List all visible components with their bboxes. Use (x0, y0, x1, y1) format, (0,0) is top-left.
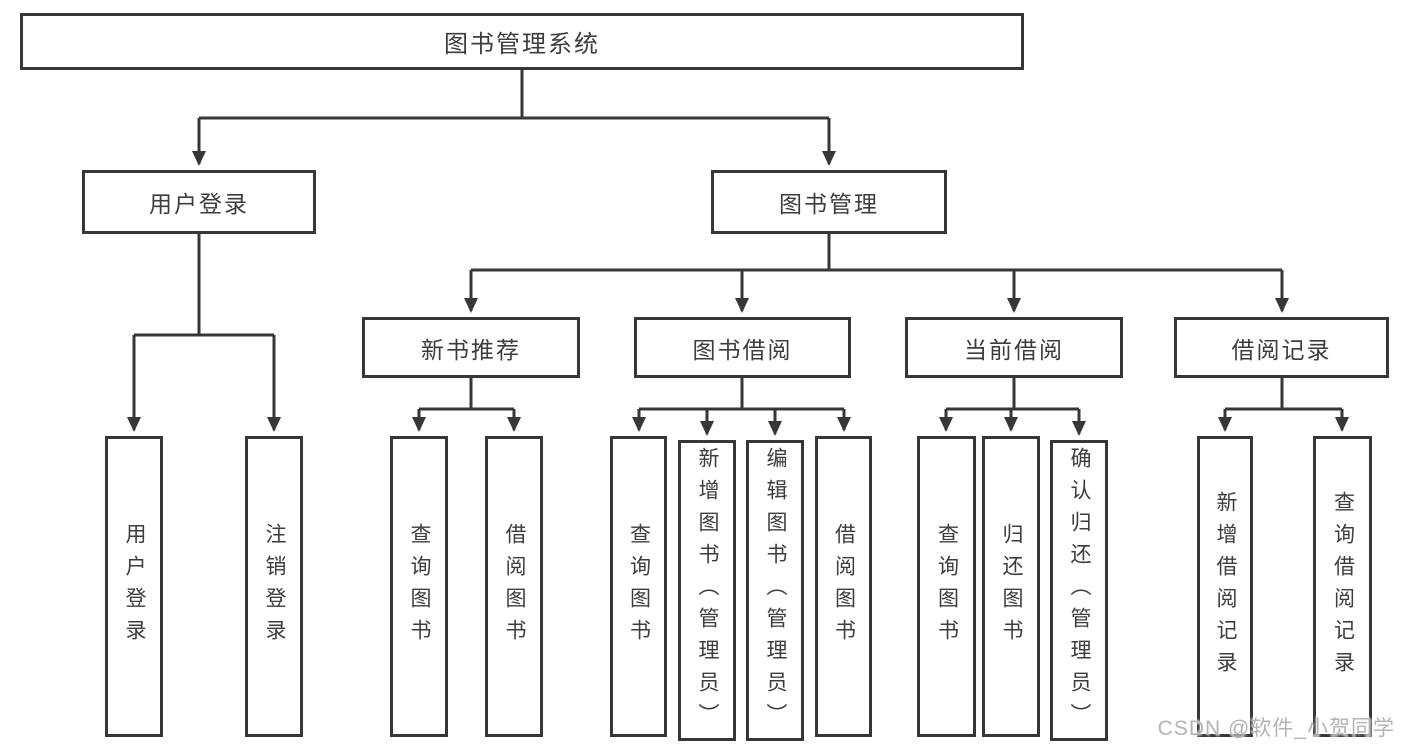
leaf-query-books-borrow: 查询图书 (610, 436, 667, 737)
connector-user-login-branch (127, 234, 281, 432)
leaf-borrow-books-recommend: 借阅图书 (485, 436, 543, 737)
node-borrow-records: 借阅记录 (1174, 317, 1389, 378)
leaf-borrow-books: 借阅图书 (815, 436, 872, 737)
node-book-management: 图书管理 (711, 170, 947, 234)
leaf-add-books-admin: 新增图书（管理员） (678, 440, 736, 741)
leaf-user-login: 用户登录 (105, 436, 163, 737)
leaf-query-books-recommend: 查询图书 (390, 436, 448, 737)
connector-borrow-records-group (1218, 378, 1349, 432)
node-user-login: 用户登录 (82, 170, 316, 234)
leaf-query-borrow-record: 查询借阅记录 (1313, 436, 1372, 737)
leaf-edit-books-admin: 编辑图书（管理员） (746, 440, 804, 741)
csdn-watermark: CSDN @软件_小贺同学 (1157, 717, 1395, 740)
node-book-borrow: 图书借阅 (634, 317, 851, 378)
leaf-confirm-return-admin: 确认归还（管理员） (1050, 440, 1108, 741)
connector-current-borrow-group (939, 378, 1086, 436)
node-new-book-recommend: 新书推荐 (362, 317, 580, 378)
connector-book-management-branch (464, 234, 1289, 313)
leaf-return-books: 归还图书 (982, 436, 1040, 737)
leaf-add-borrow-record: 新增借阅记录 (1197, 436, 1253, 737)
leaf-logout: 注销登录 (245, 436, 303, 737)
leaf-query-books-current: 查询图书 (917, 436, 976, 737)
connector-book-borrow-group (632, 378, 851, 436)
connector-new-book-group (412, 378, 521, 432)
node-root-library-system: 图书管理系统 (20, 13, 1024, 70)
node-current-borrow: 当前借阅 (905, 317, 1123, 378)
connector-root-to-level2 (192, 70, 836, 166)
